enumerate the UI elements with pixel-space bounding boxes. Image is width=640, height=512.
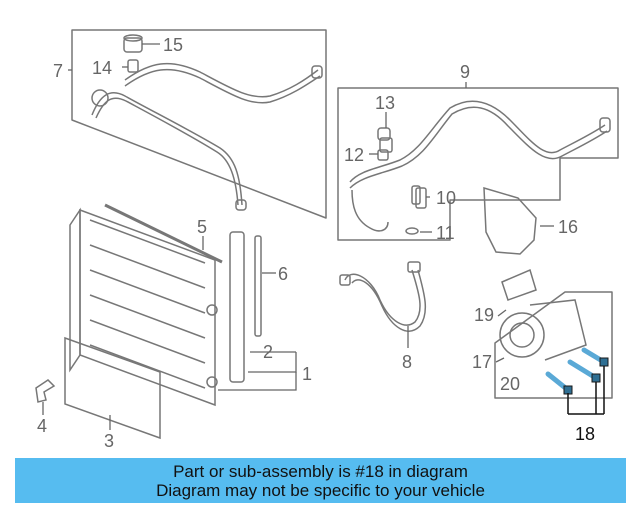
switch-10 [415,187,427,209]
heat-shield-16 [483,186,537,255]
callout-14: 14 [92,58,112,78]
callout-3: 3 [104,431,114,451]
callout-9: 9 [460,62,470,82]
callout-leaders [42,43,554,430]
valve-13 [377,127,391,141]
callout-7: 7 [53,61,63,81]
banner-line-1: Part or sub-assembly is #18 in diagram [173,461,468,481]
bracket-4 [35,379,56,403]
hose-9 [349,100,611,232]
strip-5 [104,203,223,264]
bolts-18-leader [567,366,605,415]
banner-line-2: Diagram may not be specific to your vehi… [156,480,485,500]
callout-8: 8 [402,352,412,372]
panel-compressor-17 [494,291,613,399]
callout-13: 13 [375,93,395,113]
o-ring-11 [405,227,419,235]
callout-5: 5 [197,217,207,237]
hose-8 [339,261,427,332]
callout-19: 19 [474,305,494,325]
shield-3 [64,336,161,440]
cap-12 [377,149,389,161]
callout-20: 20 [500,374,520,394]
hose-7 [91,62,323,211]
cap-15 [123,34,143,73]
bolts-18 [545,347,609,395]
info-banner: Part or sub-assembly is #18 in diagram D… [15,458,626,503]
callout-15: 15 [163,35,183,55]
panel-hose-7 [71,29,327,219]
condenser-1 [69,207,218,407]
callout-6: 6 [278,264,288,284]
compressor-20 [499,268,587,361]
callout-12: 12 [344,145,364,165]
callout-2: 2 [263,342,273,362]
callout-11: 11 [436,223,455,243]
callout-16: 16 [558,217,578,237]
parts-diagram: 15 14 7 9 13 12 10 11 16 5 6 2 1 8 3 4 1… [35,29,619,451]
panel-hose-9 [337,87,619,241]
drier-2 [229,231,262,383]
callout-4: 4 [37,416,47,436]
callout-18: 18 [575,424,595,444]
callout-17: 17 [472,352,492,372]
callout-1: 1 [302,364,312,384]
callout-10: 10 [436,188,456,208]
